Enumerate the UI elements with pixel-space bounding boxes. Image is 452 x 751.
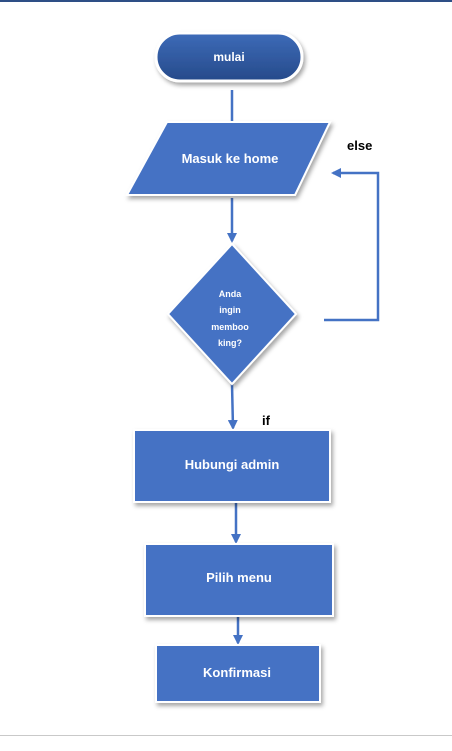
menu-node: [144, 543, 334, 617]
decision-node: [166, 242, 298, 386]
decision-line-4: king?: [218, 338, 242, 348]
menu-label: Pilih menu: [206, 570, 272, 585]
decision-line-3: memboo: [211, 322, 249, 332]
start-label: mulai: [213, 50, 244, 64]
home-label: Masuk ke home: [182, 151, 279, 166]
confirm-label: Konfirmasi: [203, 665, 271, 680]
contact-node: [133, 429, 331, 503]
home-node: [125, 121, 332, 196]
decision-line-2: ingin: [219, 305, 241, 315]
arrow-else-loop: [324, 168, 380, 322]
page-top-rule: [0, 0, 452, 2]
branch-else-label: else: [347, 138, 372, 153]
page-bottom-rule: [0, 735, 452, 736]
decision-line-1: Anda: [219, 289, 242, 299]
confirm-node: [155, 644, 321, 703]
arrow-decision-to-contact: [227, 383, 238, 430]
branch-if-label: if: [262, 413, 271, 428]
contact-label: Hubungi admin: [185, 457, 280, 472]
start-node: [154, 31, 304, 83]
